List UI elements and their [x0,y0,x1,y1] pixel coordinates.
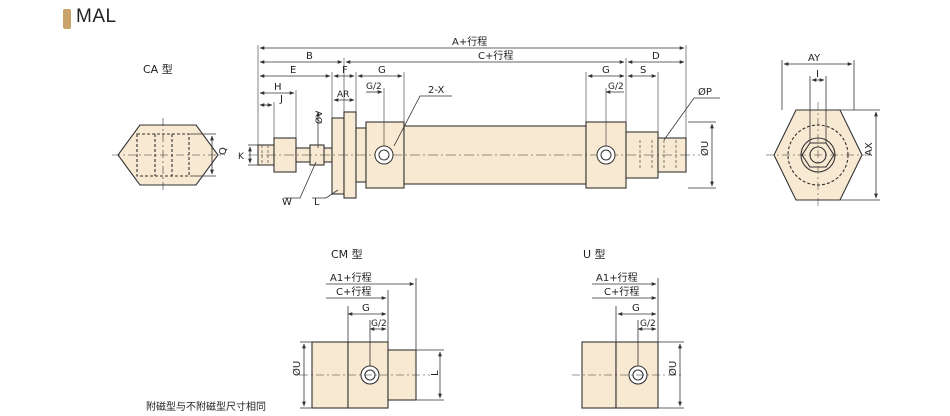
u-c-stroke-label: C+行程 [604,285,639,298]
cm-dims [300,278,444,409]
w-label: W [282,197,292,208]
ay-label: AY [808,53,821,64]
phi-p-label: ØP [698,86,712,98]
k-label: K [238,152,245,162]
e-label: E [290,65,296,76]
u-type-label: U 型 [583,247,606,261]
q-label: Q [218,147,229,155]
rear-end-dims [781,60,880,201]
phi-v-label: ØV [314,110,325,124]
cm-c-stroke-label: C+行程 [336,285,371,298]
cm-a1-stroke-label: A1+行程 [330,271,372,284]
page-title: MAL [76,6,117,27]
l-leader [312,189,339,199]
two-x-leader [393,95,452,147]
l-label: L [314,197,320,208]
d-label: D [652,51,660,62]
a-stroke-label: A+行程 [452,35,487,48]
g-half-label-front: G/2 [366,82,382,92]
ca-type-label: CA 型 [143,62,173,76]
phi-p-leader [663,97,720,141]
main-extension-lines [257,45,687,146]
cm-phi-u-label: ØU [291,361,303,376]
cm-l-label: L [430,370,441,376]
phi-u-dim [688,121,716,189]
j-label: J [279,94,283,105]
f-label: F [342,65,348,76]
ca-end-view [112,118,225,193]
two-x-label: 2-X [428,85,444,96]
port-holes [374,145,616,165]
cm-g-label: G [362,303,370,314]
g-label-front: G [378,65,386,76]
g-half-label-rear: G/2 [608,82,624,92]
u-dims [592,278,684,409]
w-leader [284,161,317,199]
title-accent-bar [63,9,71,29]
cm-type-label: CM 型 [331,247,363,261]
k-dim [248,144,258,166]
s-label: S [640,65,646,76]
u-g-half-label: G/2 [640,319,656,329]
h-label: H [274,82,282,93]
phi-u-label: ØU [699,141,711,156]
i-label: I [816,69,819,80]
ar-label: AR [337,90,349,100]
u-g-label: G [632,303,640,314]
cm-g-half-label: G/2 [371,319,387,329]
b-label: B [306,51,313,62]
q-dimension [190,133,216,177]
footnote: 附磁型与不附磁型尺寸相同 [146,402,266,413]
ax-label: AX [864,142,875,156]
c-stroke-label: C+行程 [478,49,513,62]
u-phi-u-label: ØU [667,361,679,376]
rear-end-view [766,102,870,208]
g-label-rear: G [602,65,610,76]
u-a1-stroke-label: A1+行程 [596,271,638,284]
h-j-dim-lines [259,91,295,107]
